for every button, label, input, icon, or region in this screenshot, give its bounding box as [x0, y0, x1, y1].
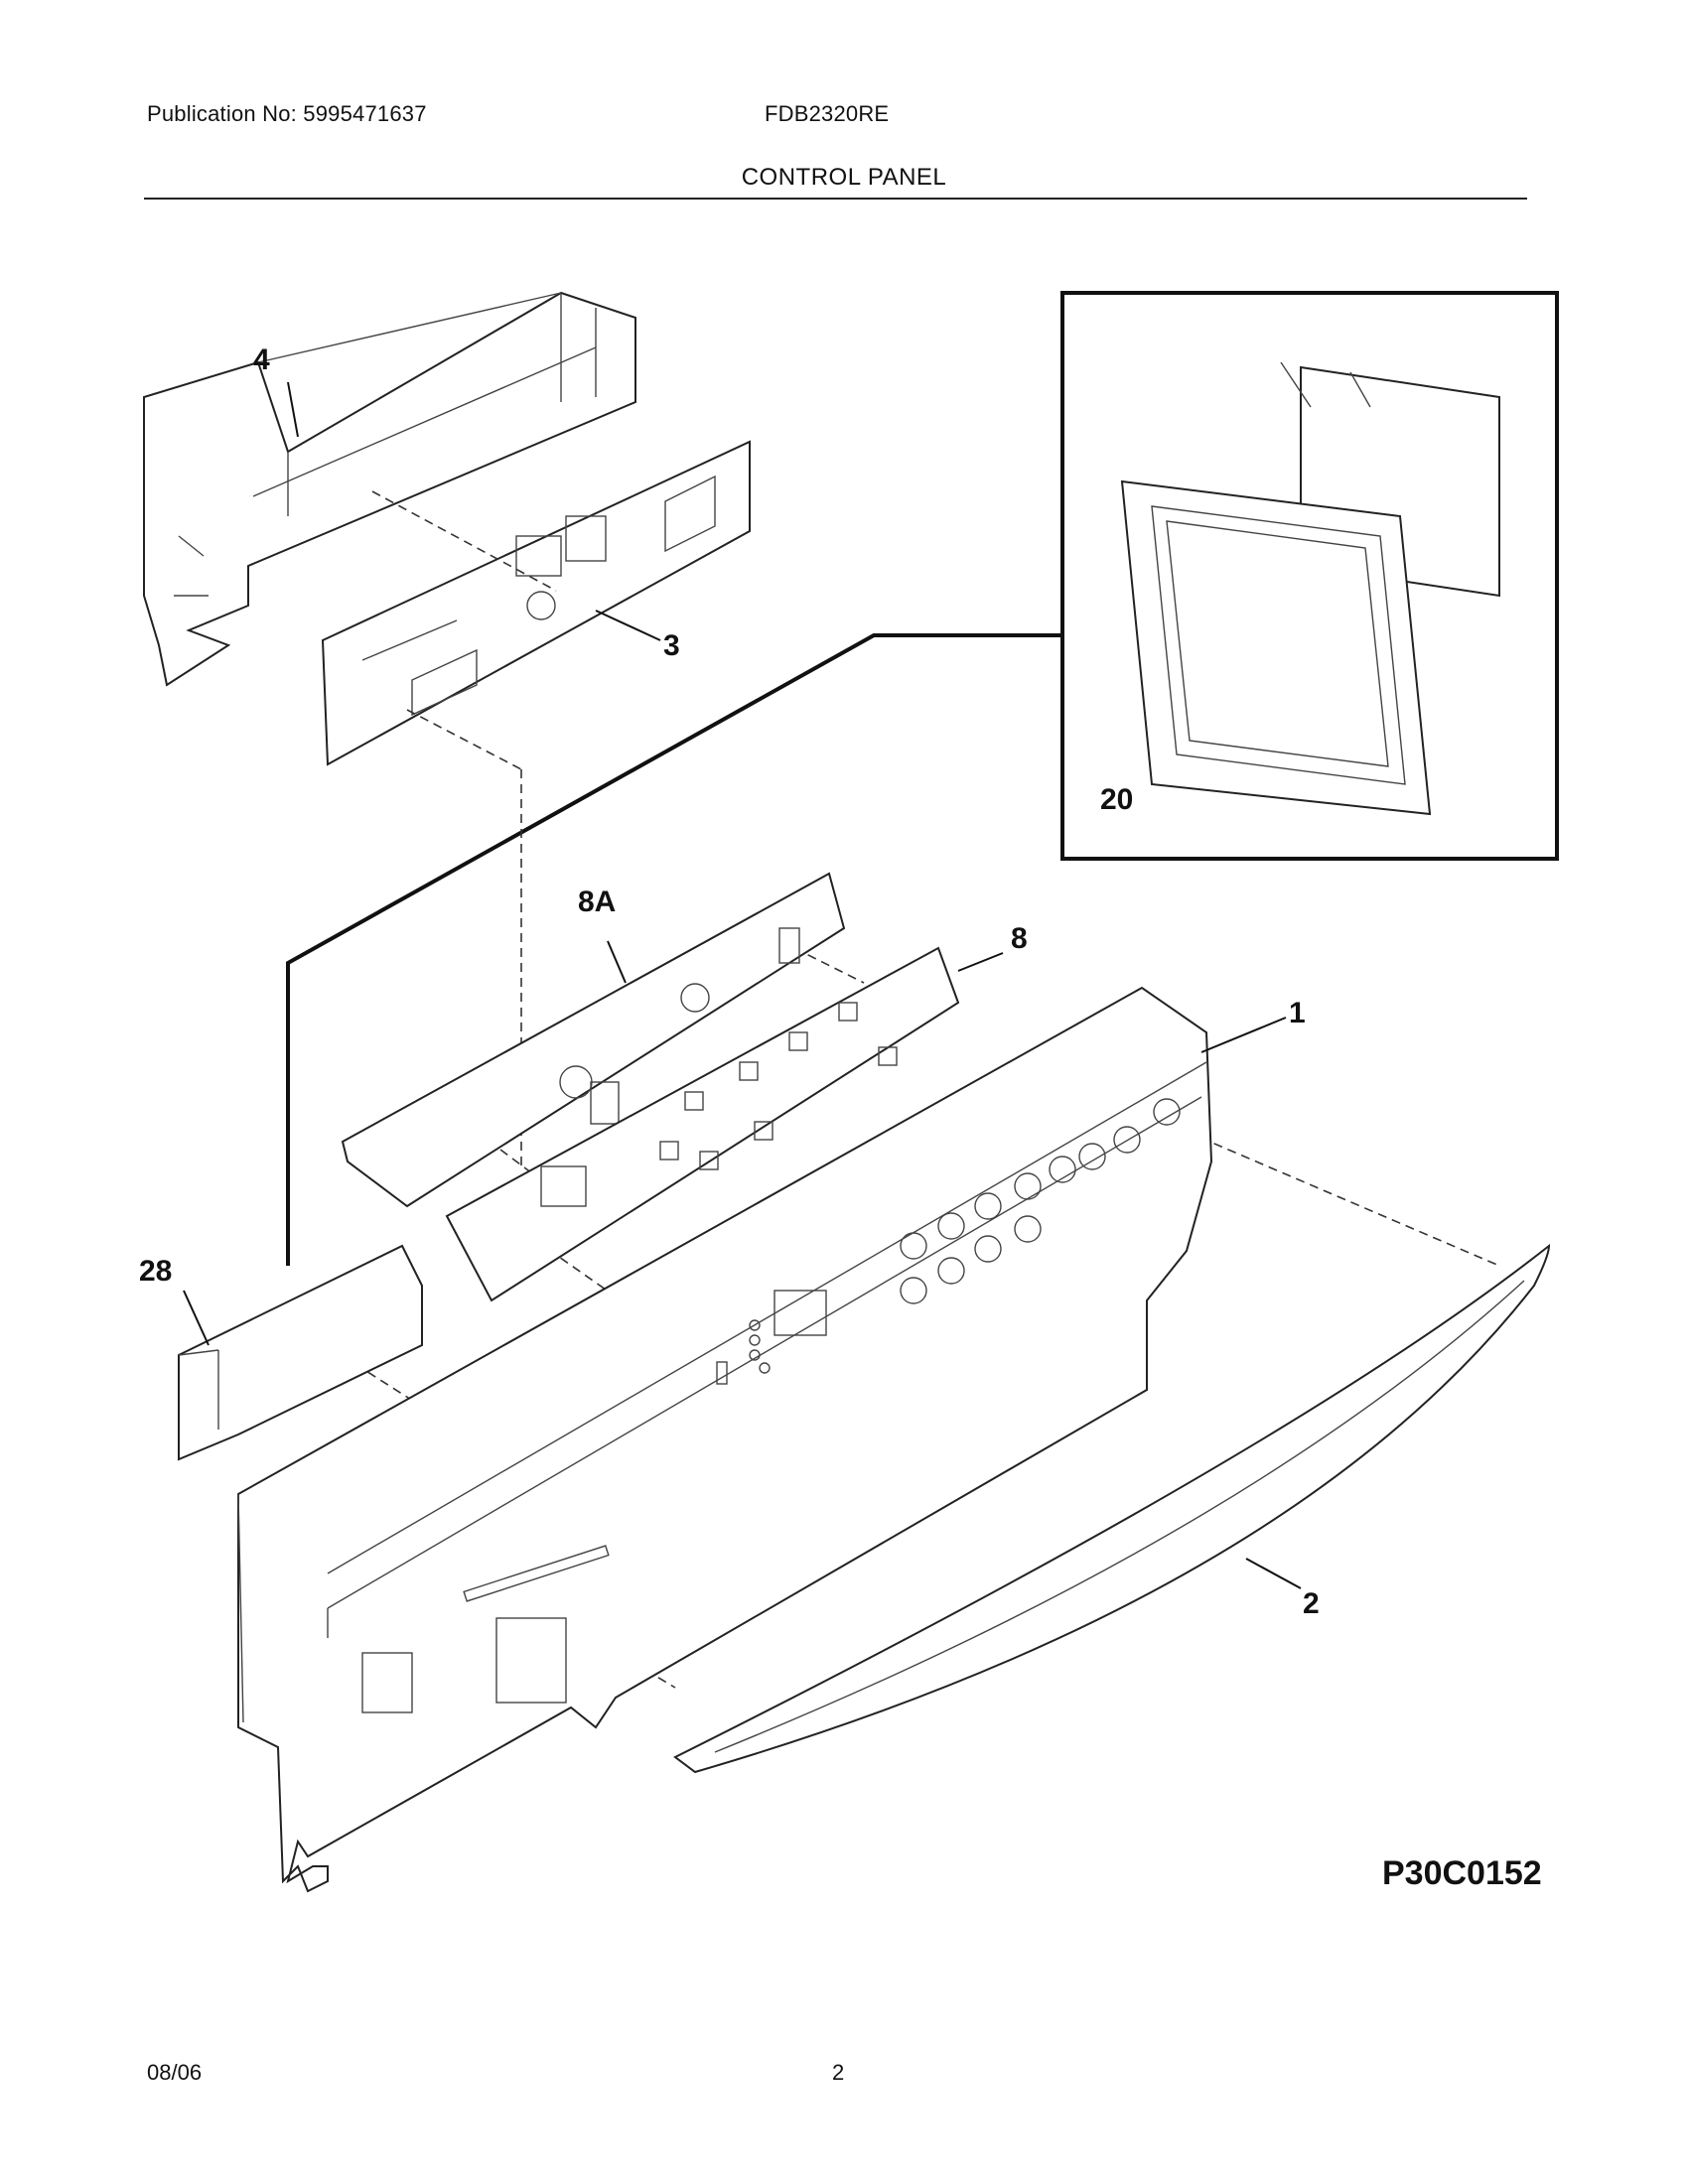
panel-button-knobs — [900, 1098, 1181, 1304]
section-title: CONTROL PANEL — [741, 164, 947, 191]
model-number: FDB2320RE — [765, 101, 890, 126]
part-label-2: 2 — [1303, 1587, 1320, 1620]
inset-link-line — [286, 633, 1062, 1266]
part-1-control-panel — [237, 986, 1213, 1893]
header-rule — [144, 198, 1527, 200]
footer-date: 08/06 — [147, 2060, 203, 2085]
part-label-1: 1 — [1289, 997, 1306, 1029]
leader-lines — [183, 381, 1302, 1589]
part-label-4: 4 — [253, 343, 270, 376]
part-2-overlay — [673, 1243, 1551, 1774]
part-8-button-board — [445, 946, 960, 1302]
part-8a-bracket — [341, 872, 846, 1208]
publication-number: Publication No: 5995471637 — [147, 101, 427, 126]
part-label-8a: 8A — [578, 886, 616, 918]
part-28-cover — [178, 1244, 423, 1461]
part-3-control-board — [321, 440, 751, 766]
part-label-3: 3 — [663, 629, 680, 662]
part-20-inset — [1060, 291, 1559, 861]
part-label-28: 28 — [139, 1255, 172, 1288]
page-number: 2 — [832, 2060, 845, 2085]
part-4-housing — [143, 291, 636, 687]
part-label-8: 8 — [1011, 922, 1028, 955]
part-label-20: 20 — [1100, 783, 1133, 816]
figure-id: P30C0152 — [1382, 1854, 1542, 1892]
